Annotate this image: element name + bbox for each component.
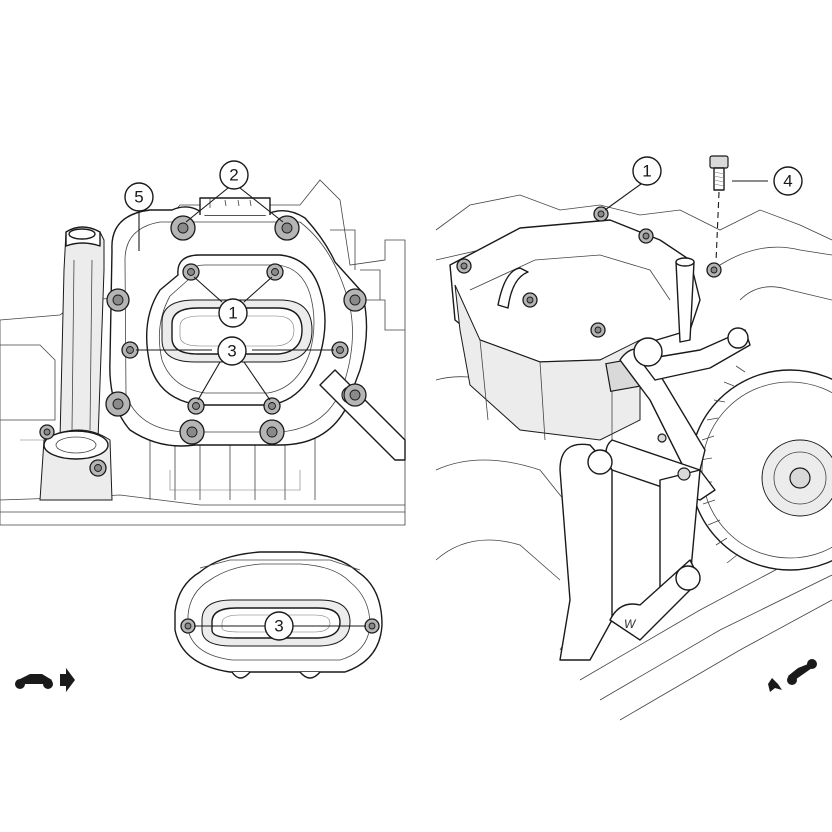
bolt	[121, 341, 139, 359]
lower-boss	[39, 424, 113, 501]
callout-inset-3: 3	[264, 611, 294, 641]
bolt	[343, 383, 367, 407]
bolt	[593, 206, 609, 222]
bolt	[522, 292, 538, 308]
right-bolts	[456, 206, 722, 338]
starter-bracket: W	[559, 257, 751, 661]
inner-bolts	[121, 263, 349, 415]
left-leaders	[136, 187, 334, 401]
starter-body	[449, 219, 701, 441]
bolt	[706, 262, 722, 278]
dipstick-tube	[59, 226, 105, 441]
bolt	[182, 263, 200, 281]
svg-text:3: 3	[274, 617, 283, 636]
svg-text:4: 4	[783, 172, 792, 191]
bolt	[364, 618, 380, 634]
bolt	[456, 258, 472, 274]
motorcycle-rearward-arrow-icon	[768, 659, 817, 692]
bolt	[187, 397, 205, 415]
bolt	[263, 397, 281, 415]
right-leaders	[604, 180, 768, 263]
belt-pulley	[689, 365, 832, 571]
bolt	[331, 341, 349, 359]
callout-left-2: 2	[219, 160, 249, 190]
inset-cover: 3	[174, 551, 383, 679]
callout-left-1: 1	[218, 298, 248, 328]
svg-text:2: 2	[229, 166, 238, 185]
bolt	[259, 419, 285, 445]
right-panel: W 1 4	[435, 155, 832, 721]
left-panel: 2 5 1 3	[0, 160, 406, 526]
svg-text:5: 5	[134, 188, 143, 207]
side-cover	[109, 197, 406, 461]
cover-stamp: W	[624, 617, 637, 631]
bolt	[343, 288, 367, 312]
bolt	[266, 263, 284, 281]
svg-text:1: 1	[228, 304, 237, 323]
bolt	[274, 215, 300, 241]
callout-right-4: 4	[773, 166, 803, 196]
callout-left-3: 3	[217, 336, 247, 366]
svg-text:3: 3	[227, 342, 236, 361]
svg-text:1: 1	[642, 162, 651, 181]
callout-right-1: 1	[632, 156, 662, 186]
bolt	[105, 391, 131, 417]
bolt	[590, 322, 606, 338]
bolt	[179, 419, 205, 445]
callout-left-5: 5	[124, 182, 154, 212]
motorcycle-forward-arrow-icon	[15, 668, 75, 692]
perimeter-bolts	[105, 215, 367, 445]
bolt	[180, 618, 196, 634]
bolt	[170, 215, 196, 241]
bolt-item-4	[709, 155, 729, 191]
bolt	[106, 288, 130, 312]
bolt	[638, 228, 654, 244]
